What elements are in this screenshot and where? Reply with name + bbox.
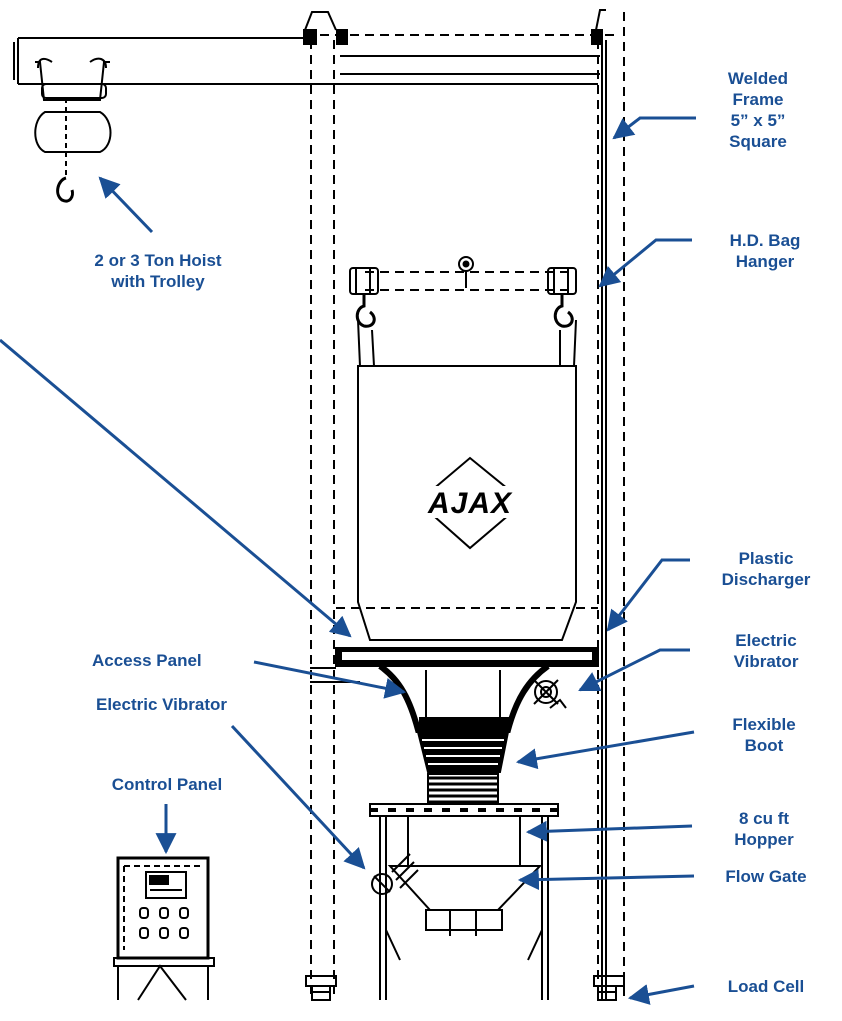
hoist-with-trolley xyxy=(13,37,598,203)
arrow-hoist xyxy=(98,176,154,234)
label-flexible-boot: Flexible Boot xyxy=(732,715,796,755)
arrow-access-panel xyxy=(253,660,407,699)
label-electric-vibrator-right: Electric Vibrator xyxy=(733,631,799,671)
arrow-electric-vibrator-left xyxy=(230,724,366,870)
plastic-discharger xyxy=(310,647,599,733)
arrow-load-cell xyxy=(627,984,695,1005)
hopper-vibrator-icon xyxy=(371,853,419,895)
bulk-bag xyxy=(336,365,598,641)
label-plastic-discharger: Plastic Discharger xyxy=(721,549,811,589)
electric-vibrator-icon xyxy=(533,679,567,709)
label-hoist: 2 or 3 Ton Hoist with Trolley xyxy=(94,251,222,291)
label-flow-gate: Flow Gate xyxy=(725,867,807,886)
label-load-cell: Load Cell xyxy=(727,977,805,996)
control-panel xyxy=(113,856,215,1001)
arrow-flow-gate xyxy=(517,869,695,891)
label-electric-vibrator-left: Electric Vibrator xyxy=(96,695,228,714)
hopper xyxy=(369,803,559,1000)
flexible-boot xyxy=(416,731,510,805)
label-bag-hanger: H.D. Bag Hanger xyxy=(729,231,801,271)
label-hopper: 8 cu ft Hopper xyxy=(734,809,794,849)
arrow-plastic-discharger xyxy=(606,558,690,632)
callout-arrows xyxy=(0,116,696,1005)
ajax-logo-text: AJAX xyxy=(427,487,513,520)
arrow-bag-hanger xyxy=(598,238,692,288)
arrow-hopper xyxy=(525,820,693,842)
arrow-left-long xyxy=(0,338,352,638)
arrow-welded-frame xyxy=(612,116,696,140)
welded-frame xyxy=(303,9,625,1000)
label-control-panel: Control Panel xyxy=(111,775,223,794)
bag-hanger xyxy=(349,256,577,367)
arrow-flexible-boot xyxy=(515,730,695,770)
arrow-electric-vibrator-right xyxy=(578,648,690,692)
label-access-panel: Access Panel xyxy=(92,651,202,670)
label-welded-frame: Welded Frame 5” x 5” Square xyxy=(727,69,789,151)
ajax-logo: AJAX xyxy=(412,456,528,550)
load-cell-icon xyxy=(305,975,625,1001)
